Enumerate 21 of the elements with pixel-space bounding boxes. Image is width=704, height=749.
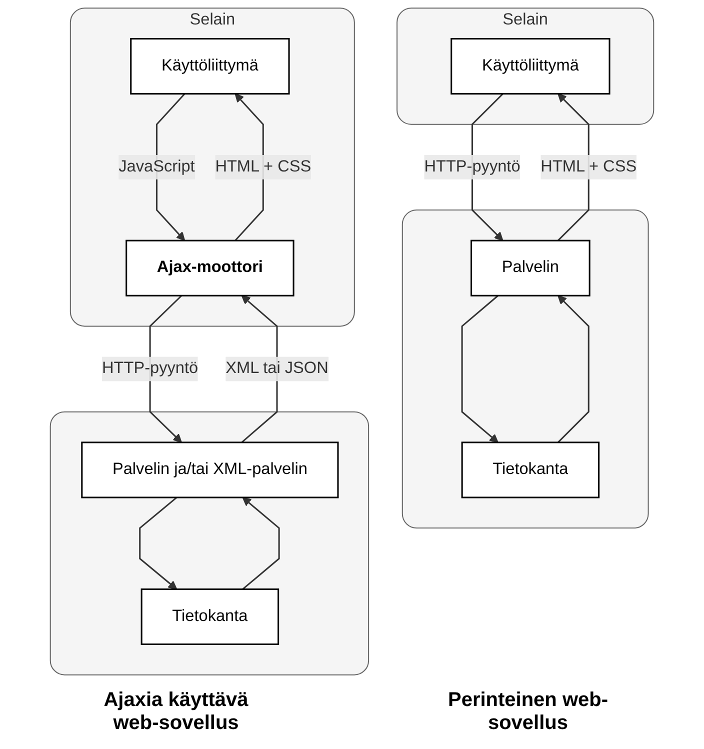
- edge-label: HTTP-pyyntö: [102, 360, 198, 378]
- node-box: Palvelin: [470, 240, 590, 296]
- edge-label: XML tai JSON: [226, 360, 328, 378]
- edge-label: JavaScript: [118, 158, 195, 176]
- node-box: Käyttöliittymä: [450, 38, 610, 95]
- cluster: [402, 209, 649, 529]
- arrow: [242, 497, 280, 590]
- node-box: Tietokanta: [461, 442, 600, 498]
- cluster: [50, 411, 370, 676]
- node-box: Tietokanta: [140, 588, 280, 646]
- caption-text: Perinteinen web-sovellus: [446, 689, 610, 735]
- arrow: [139, 496, 178, 590]
- edge-label: HTML + CSS: [540, 158, 637, 176]
- caption-text: Ajaxia käyttävä web-sovellus: [102, 689, 250, 735]
- node-box: Palvelin ja/tai XML-palvelin: [81, 442, 339, 498]
- node-box: Ajax-moottori: [126, 240, 294, 296]
- arrow: [461, 295, 499, 443]
- node-box: Käyttöliittymä: [130, 38, 290, 95]
- edge-label: HTML + CSS: [215, 158, 312, 176]
- arrow: [557, 295, 590, 443]
- edge-label: HTTP-pyyntö: [424, 158, 520, 176]
